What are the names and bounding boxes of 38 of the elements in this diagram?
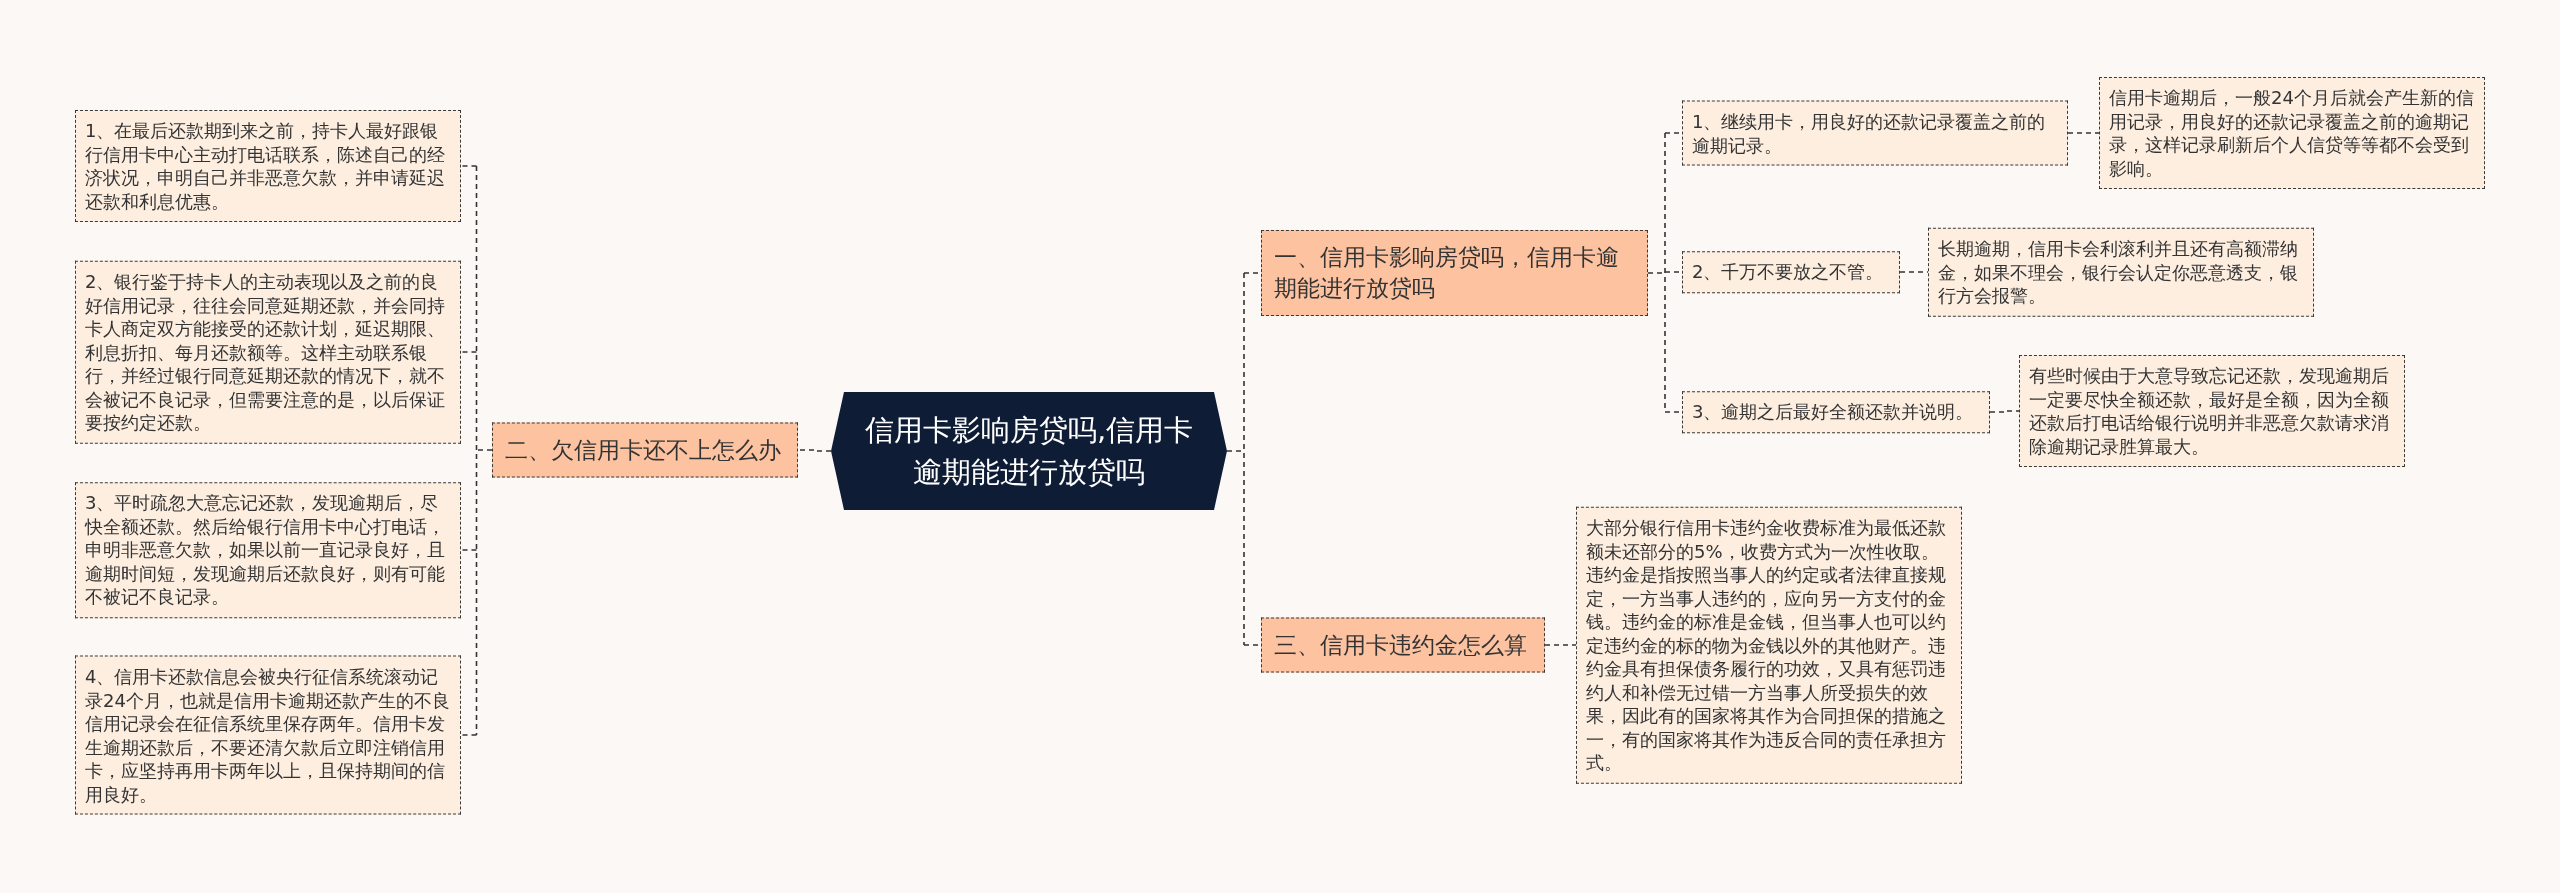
note-text: 3、逾期之后最好全额还款并说明。 (1692, 400, 1975, 424)
note-text: 2、银行鉴于持卡人的主动表现以及之前的良好信用记录，往往会同意延期还款，并会同持卡人商定双方能接受的还款计划，延迟期限、利息折扣、每月还款额等。这样主动联系银行，并经过银行同意延期还款的情况下，就不会被记不良记录，但需要注意的是，以后保证要按约定还款。 (85, 269, 446, 435)
note-box (75, 260, 461, 444)
note-text: 长期逾期，信用卡会利滚利并且还有高额滞纳金，如果不理会，银行会认定你恶意透支，银行方会报警。 (1938, 236, 2299, 308)
note-box (1682, 100, 2068, 166)
connector-line (1989, 410, 2020, 413)
connector-line (1544, 644, 1577, 646)
connector-line (460, 165, 478, 167)
branch-topic-box (1261, 230, 1648, 316)
note-text: 信用卡逾期后，一般24个月后就会产生新的信用记录，用良好的还款记录覆盖之前的逾期记录，这样记录刷新后个人信贷等等都不会受到影响。 (2109, 86, 2475, 180)
connector-line (1226, 272, 1245, 646)
connector-line (460, 351, 478, 353)
connector-line (475, 165, 493, 736)
note-text: 大部分银行信用卡违约金收费标准为最低还款额未还部分的5%，收费方式为一次性收取。违约金是指按照当事人的约定或者法律直接规定，一方当事人违约的，应向另一方支付的金钱。违约金的标准是金钱，但当事人也可以约定违约金的标的物为金钱以外的其他财产。违约金具有担保债务履行的功效，又具有惩罚违约人和补偿无过错一方当事人所受损失的效果，因此有的国家将其作为合同担保的措施之一，有的国家将其作为违反合同的责任承担方式。 (1586, 515, 1947, 775)
note-box (75, 655, 461, 815)
central-topic-text: 信用卡影响房贷吗,信用卡逾期能进行放贷吗 (863, 412, 1195, 491)
connector-line (797, 449, 832, 452)
note-text: 1、在最后还款期到来之前，持卡人最好跟银行信用卡中心主动打电话联系，陈述自己的经济状况，申明自己并非恶意欠款，并申请延迟还款和利息优惠。 (85, 119, 446, 213)
note-box (1682, 251, 1900, 293)
note-box (1682, 391, 1990, 433)
note-text: 2、千万不要放之不管。 (1692, 260, 1885, 284)
branch-topic-text: 二、欠信用卡还不上怎么办 (505, 435, 782, 465)
note-box (75, 110, 461, 222)
note-box (1928, 227, 2314, 317)
note-box (2019, 355, 2405, 467)
branch-topic-box (1261, 617, 1545, 673)
note-text: 3、平时疏忽大意忘记还款，发现逾期后，尽快全额还款。然后给银行信用卡中心打电话，申明非恶意欠款，如果以前一直记录良好，且逾期时间短，发现逾期后还款良好，则有可能不被记不良记录。 (85, 491, 446, 609)
note-text: 有些时候由于大意导致忘记还款，发现逾期后一定要尽快全额还款，最好是全额，因为全额还款后打电话给银行说明并非恶意欠款请求消除逾期记录胜算最大。 (2029, 364, 2390, 458)
connector-line (460, 734, 478, 736)
branch-topic-box (492, 422, 798, 478)
connector-line (2067, 132, 2100, 134)
connector-line (460, 549, 478, 551)
branch-topic-text: 一、信用卡影响房贷吗，信用卡逾期能进行放贷吗 (1274, 243, 1620, 303)
note-text: 4、信用卡还款信息会被央行征信系统滚动记录24个月，也就是信用卡逾期还款产生的不良信用记录会在征信系统里保存两年。信用卡发生逾期还款后，不要还清欠款后立即注销信用卡，应坚持再用卡两年以上，且保持期间的信用良好。 (85, 664, 451, 806)
note-text: 1、继续用卡，用良好的还款记录覆盖之前的逾期记录。 (1692, 109, 2047, 157)
note-box (75, 482, 461, 618)
branch-topic-text: 三、信用卡违约金怎么算 (1274, 630, 1528, 660)
note-box (2099, 77, 2485, 189)
